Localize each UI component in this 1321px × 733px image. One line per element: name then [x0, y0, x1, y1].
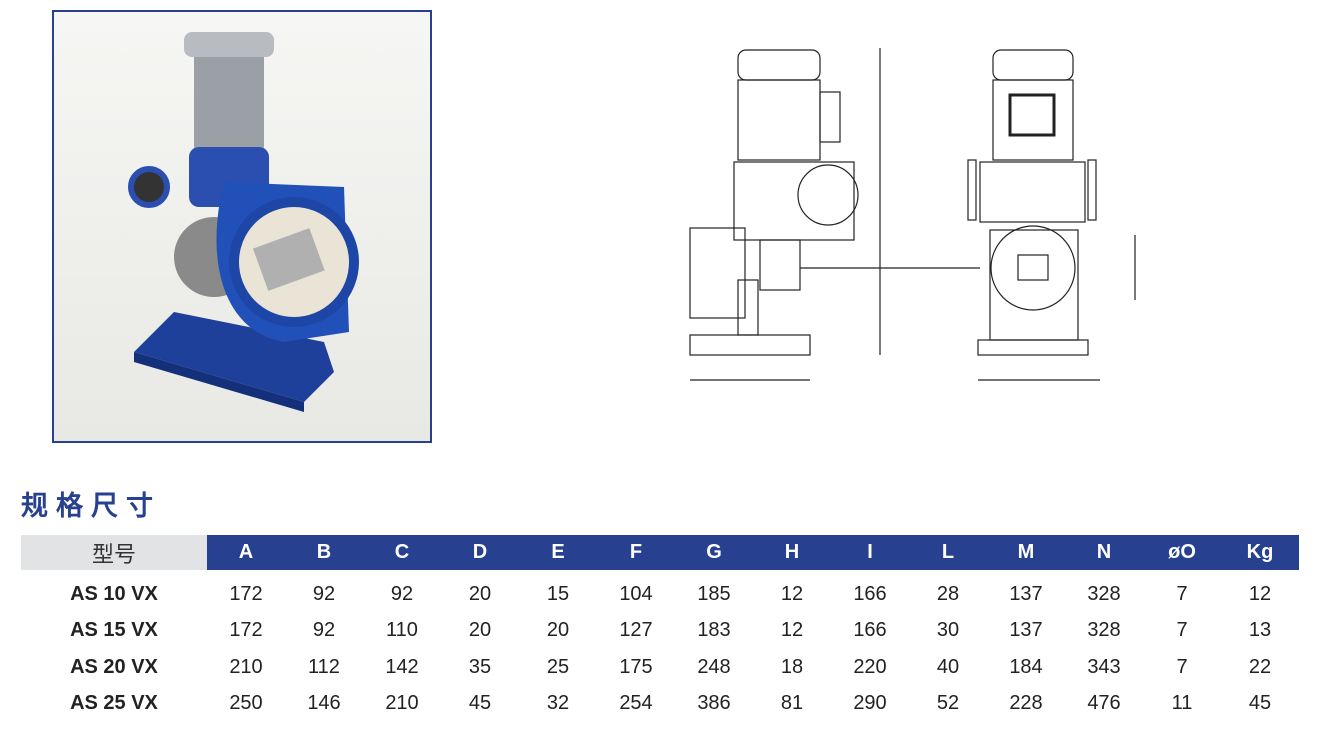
header-n: N	[1065, 535, 1143, 570]
value-cell: 92	[312, 619, 336, 642]
dimensions-table: 型号 A B C D E F G H I L M N øO Kg AS 10 V…	[21, 535, 1299, 722]
section-title: 规格尺寸	[21, 491, 161, 521]
header-a: A	[207, 535, 285, 570]
value-cell: 13	[1248, 619, 1272, 642]
header-kg: Kg	[1221, 535, 1299, 570]
value-cell: 476	[1087, 692, 1121, 715]
value-cell: 35	[468, 655, 492, 678]
header-i: I	[831, 535, 909, 570]
table-row: AS 10 VX 172 92 92 20 15 104 185 12 166 28 137 328 7 1…	[21, 570, 1299, 613]
value-cell: 12	[780, 582, 804, 605]
value-cell: 28	[936, 582, 960, 605]
pump-product-photo	[52, 10, 432, 443]
value-cell: 146	[307, 692, 341, 715]
value-cell: 30	[936, 619, 960, 642]
value-cell: 386	[697, 692, 731, 715]
table-header-row: 型号 A B C D E F G H I L M N øO Kg	[21, 535, 1299, 570]
dimension-drawing	[680, 40, 1150, 395]
model-cell: AS 20 VX	[70, 655, 158, 678]
value-cell: 254	[619, 692, 653, 715]
value-cell: 185	[697, 582, 731, 605]
value-cell: 7	[1176, 619, 1188, 642]
header-d: D	[441, 535, 519, 570]
value-cell: 25	[546, 655, 570, 678]
value-cell: 210	[229, 655, 263, 678]
value-cell: 20	[546, 619, 570, 642]
header-m: M	[987, 535, 1065, 570]
value-cell: 7	[1176, 582, 1188, 605]
value-cell: 248	[697, 655, 731, 678]
value-cell: 12	[780, 619, 804, 642]
value-cell: 142	[385, 655, 419, 678]
value-cell: 45	[1248, 692, 1272, 715]
value-cell: 12	[1248, 582, 1272, 605]
value-cell: 92	[390, 582, 414, 605]
value-cell: 52	[936, 692, 960, 715]
header-model: 型号	[21, 535, 207, 570]
value-cell: 110	[386, 619, 418, 642]
value-cell: 172	[229, 619, 263, 642]
value-cell: 175	[619, 655, 653, 678]
header-l: L	[909, 535, 987, 570]
header-o: øO	[1143, 535, 1221, 570]
value-cell: 11	[1171, 692, 1193, 715]
value-cell: 290	[853, 692, 887, 715]
value-cell: 328	[1087, 582, 1121, 605]
value-cell: 137	[1009, 582, 1043, 605]
value-cell: 328	[1087, 619, 1121, 642]
value-cell: 92	[312, 582, 336, 605]
header-g: G	[675, 535, 753, 570]
value-cell: 210	[385, 692, 419, 715]
value-cell: 220	[853, 655, 887, 678]
table-row: AS 20 VX 210 112 142 35 25 175 248 18 220 40 184 343…	[21, 649, 1299, 686]
value-cell: 137	[1009, 619, 1043, 642]
header-h: H	[753, 535, 831, 570]
value-cell: 228	[1009, 692, 1043, 715]
value-cell: 166	[853, 582, 887, 605]
value-cell: 20	[468, 582, 492, 605]
value-cell: 7	[1176, 655, 1188, 678]
header-c: C	[363, 535, 441, 570]
value-cell: 40	[936, 655, 960, 678]
value-cell: 172	[229, 582, 263, 605]
value-cell: 112	[308, 655, 340, 678]
value-cell: 32	[546, 692, 570, 715]
value-cell: 104	[619, 582, 653, 605]
value-cell: 20	[468, 619, 492, 642]
model-cell: AS 25 VX	[70, 692, 158, 715]
value-cell: 184	[1009, 655, 1043, 678]
value-cell: 166	[853, 619, 887, 642]
value-cell: 127	[619, 619, 653, 642]
value-cell: 183	[697, 619, 731, 642]
header-f: F	[597, 535, 675, 570]
value-cell: 15	[546, 582, 570, 605]
model-cell: AS 10 VX	[70, 582, 158, 605]
value-cell: 18	[780, 655, 804, 678]
table-row: AS 15 VX 172 92 110 20 20 127 183 12 166 30 137 328 7…	[21, 613, 1299, 650]
value-cell: 343	[1087, 655, 1121, 678]
model-cell: AS 15 VX	[70, 619, 158, 642]
value-cell: 81	[780, 692, 804, 715]
header-b: B	[285, 535, 363, 570]
header-e: E	[519, 535, 597, 570]
value-cell: 250	[229, 692, 263, 715]
value-cell: 45	[468, 692, 492, 715]
value-cell: 22	[1248, 655, 1272, 678]
table-row: AS 25 VX 250 146 210 45 32 254 386 81 290 52 228 476…	[21, 686, 1299, 723]
